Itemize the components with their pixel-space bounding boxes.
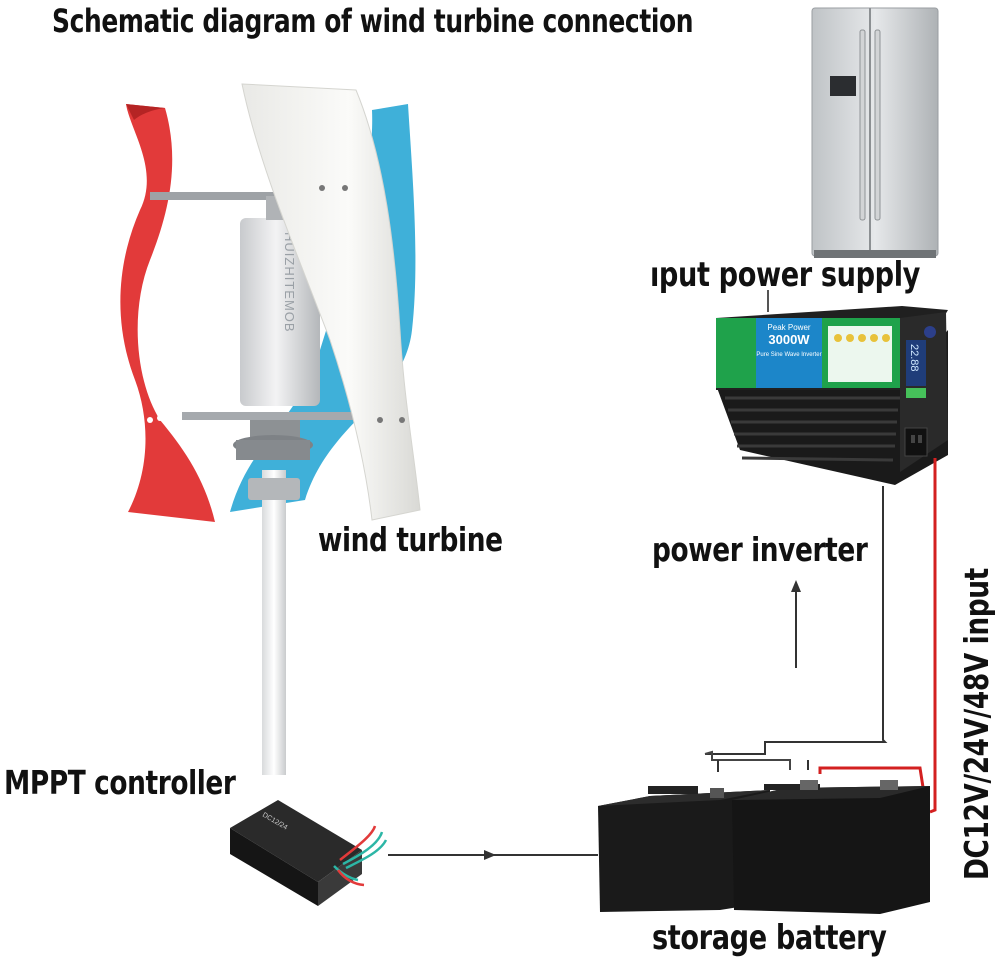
controller-to-battery-arrow [484, 850, 496, 860]
power-inverter-label: power inverter [652, 530, 868, 569]
inverter-display-text: 22.88 [908, 344, 920, 372]
white-blade [241, 83, 421, 521]
battery-to-inverter-arrow [791, 580, 801, 592]
mppt-controller-image: DC12/24 [230, 800, 388, 906]
mppt-controller-label: MPPT controller [4, 763, 236, 802]
red-blade [120, 104, 215, 522]
refrigerator-image [811, 7, 939, 258]
connection-diagram: HUIZHITEMOB [120, 7, 948, 914]
turbine-generator [240, 218, 320, 406]
inverter-wave-text: Pure Sine Wave Inverter [756, 352, 821, 358]
dc-input-red-wire [929, 458, 937, 814]
mast-brand-text: HUIZHITEMOB [282, 232, 297, 333]
inverter-peak-power-text: Peak Power [767, 323, 810, 332]
inverter-wattage-text: 3000W [768, 332, 810, 347]
wind-turbine-label: wind turbine [318, 520, 503, 559]
dc-input-label: DC12V/24V/48V input [957, 568, 996, 880]
wind-turbine-image: HUIZHITEMOB [120, 83, 421, 775]
output-power-supply-label: ıput power supply [650, 255, 920, 295]
turbine-mast [262, 470, 286, 775]
diagram-title: Schematic diagram of wind turbine connec… [52, 2, 694, 40]
inverter-negative-wire [705, 486, 888, 755]
storage-battery-image [598, 780, 930, 914]
storage-battery-label: storage battery [652, 918, 887, 958]
power-inverter-image: Peak Power 3000W Pure Sine Wave Inverter… [716, 306, 948, 485]
